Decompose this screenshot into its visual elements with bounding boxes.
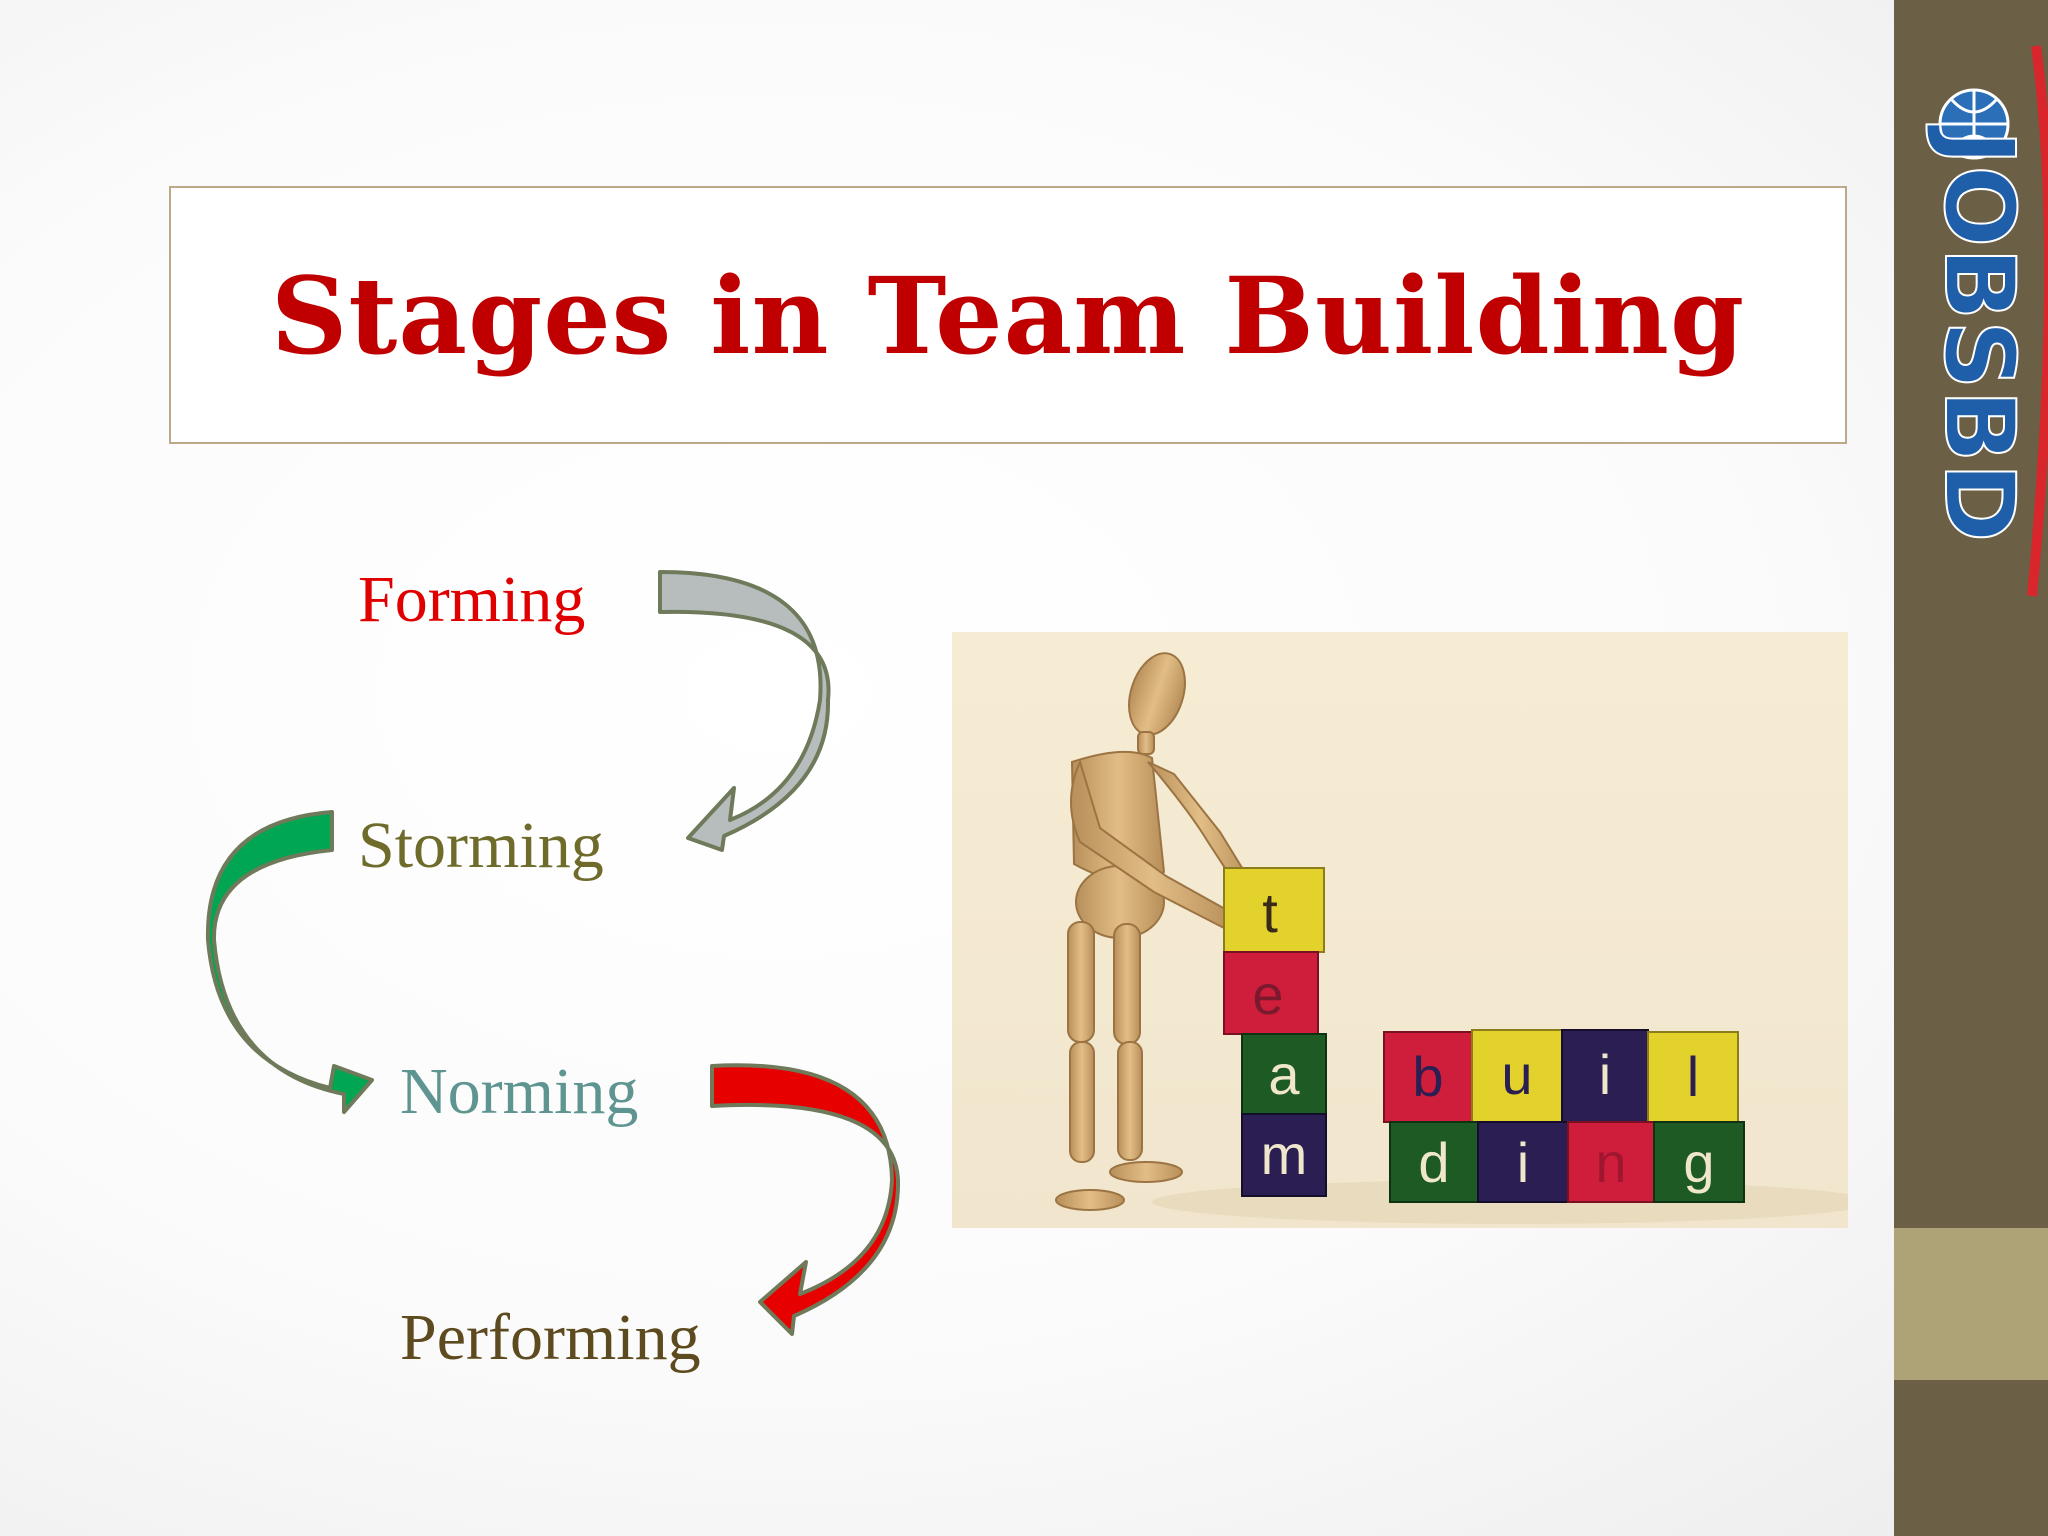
block-row-building: b u i l d i n g [1383, 1029, 1745, 1203]
block-letter: m [1261, 1123, 1308, 1186]
block-letter: i [1599, 1043, 1611, 1106]
block-letter: n [1595, 1131, 1626, 1194]
block-letter: e [1252, 963, 1283, 1026]
slide-title: Stages in Team Building [270, 252, 1746, 378]
block-letter: u [1501, 1043, 1532, 1106]
block-letter: g [1683, 1131, 1714, 1194]
arrow-norming-to-performing [710, 1063, 901, 1336]
stage-forming: Forming [358, 563, 586, 636]
logo-text: JOBSBD [1923, 124, 2035, 543]
jobsbd-logo: JOBSBD [1922, 45, 2048, 597]
sidebar-band [1894, 1228, 2048, 1380]
arrow-forming-to-storming [658, 570, 831, 852]
stage-norming: Norming [400, 1055, 639, 1128]
block-letter: t [1262, 881, 1278, 944]
block-letter: d [1418, 1131, 1449, 1194]
block-letter: b [1412, 1045, 1443, 1108]
stage-storming: Storming [358, 809, 604, 882]
team-building-photo: t e a m b u i l d i n g [952, 632, 1848, 1228]
block-stack-team: t e a m [1223, 867, 1327, 1197]
stage-performing: Performing [400, 1301, 701, 1374]
block-letter: a [1268, 1043, 1300, 1106]
wooden-mannequin [1055, 652, 1254, 1211]
arrow-storming-to-norming [205, 810, 374, 1114]
block-letter: l [1687, 1045, 1699, 1108]
title-box: Stages in Team Building [169, 186, 1847, 444]
block-letter: i [1517, 1131, 1529, 1194]
